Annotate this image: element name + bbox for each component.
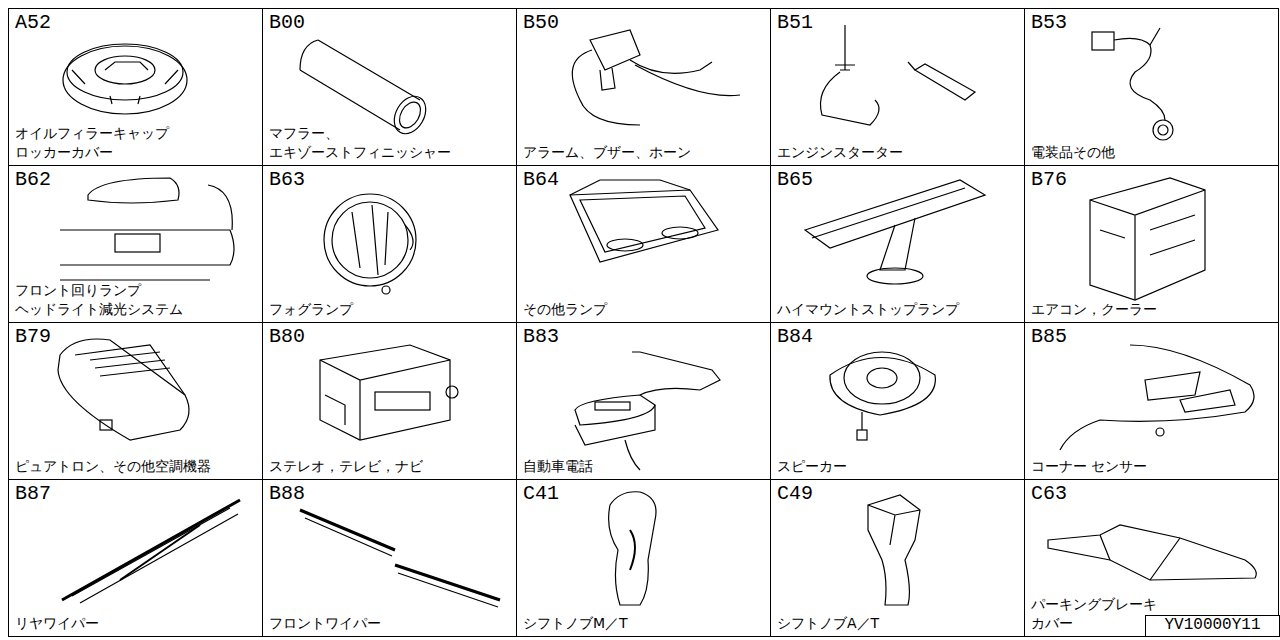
part-group-name: マフラー、 エキゾーストフィニッシャー xyxy=(269,124,513,162)
part-group-name: アラーム、ブザー、ホーン xyxy=(523,143,767,162)
section-code: B00 xyxy=(269,11,305,34)
part-group-name: シフトノブM／T xyxy=(523,614,767,633)
section-code: B63 xyxy=(269,168,305,191)
catalog-cell: B64 その他ランプ xyxy=(516,165,771,323)
part-group-name: スピーカー xyxy=(777,457,1021,476)
section-code: B50 xyxy=(523,11,559,34)
catalog-cell: B88 フロントワイパー xyxy=(262,479,517,637)
part-group-name: エアコン，クーラー xyxy=(1031,300,1275,319)
catalog-cell: C63パーキングブレーキ カバーYV10000Y11 xyxy=(1024,479,1279,637)
part-group-name: ピュアトロン、その他空調機器 xyxy=(15,457,259,476)
part-group-name: 電装品その他 xyxy=(1031,143,1275,162)
catalog-cell: B76 エアコン，クーラー xyxy=(1024,165,1279,323)
part-group-name: リヤワイパー xyxy=(15,614,259,633)
part-group-name: ハイマウントストップランプ xyxy=(777,300,1021,319)
section-code: B65 xyxy=(777,168,813,191)
part-group-name: 自動車電話 xyxy=(523,457,767,476)
section-code: B76 xyxy=(1031,168,1067,191)
part-group-name: フロント回りランプ ヘッドライト減光システム xyxy=(15,281,259,319)
catalog-cell: B51 エンジンスターター xyxy=(770,8,1025,166)
catalog-cell: B50 アラーム、ブザー、ホーン xyxy=(516,8,771,166)
catalog-cell: B79 ピュアトロン、その他空調機器 xyxy=(8,322,263,480)
part-group-name: ステレオ，テレビ，ナビ xyxy=(269,457,513,476)
part-group-name: フォグランプ xyxy=(269,300,513,319)
section-code: B84 xyxy=(777,325,813,348)
catalog-cell: B62 フロント回りランプ ヘッドライト減光システム xyxy=(8,165,263,323)
section-code: B83 xyxy=(523,325,559,348)
catalog-cell: C41 シフトノブM／T xyxy=(516,479,771,637)
catalog-cell: B65 ハイマウントストップランプ xyxy=(770,165,1025,323)
section-code: B88 xyxy=(269,482,305,505)
section-code: B85 xyxy=(1031,325,1067,348)
section-code: B87 xyxy=(15,482,51,505)
drawing-number: YV10000Y11 xyxy=(1146,616,1279,635)
catalog-cell: A52 オイルフィラーキャップ ロッカーカバー xyxy=(8,8,263,166)
section-code: C41 xyxy=(523,482,559,505)
catalog-cell: B85 コーナー センサー xyxy=(1024,322,1279,480)
part-group-name: エンジンスターター xyxy=(777,143,1021,162)
catalog-cell: B87 リヤワイパー xyxy=(8,479,263,637)
section-code: B64 xyxy=(523,168,559,191)
section-code: B79 xyxy=(15,325,51,348)
catalog-cell: B83 自動車電話 xyxy=(516,322,771,480)
drawing-number-box: YV10000Y11 xyxy=(1145,615,1280,637)
part-group-name: コーナー センサー xyxy=(1031,457,1275,476)
section-code: B53 xyxy=(1031,11,1067,34)
part-group-name: オイルフィラーキャップ ロッカーカバー xyxy=(15,124,259,162)
section-code: B80 xyxy=(269,325,305,348)
catalog-cell: B63 フォグランプ xyxy=(262,165,517,323)
part-group-name: その他ランプ xyxy=(523,300,767,319)
catalog-cell: B80 ステレオ，テレビ，ナビ xyxy=(262,322,517,480)
catalog-cell: B00 マフラー、 エキゾーストフィニッシャー xyxy=(262,8,517,166)
section-code: B51 xyxy=(777,11,813,34)
part-group-name: シフトノブA／T xyxy=(777,614,1021,633)
section-code: C63 xyxy=(1031,482,1067,505)
catalog-cell: C49 シフトノブA／T xyxy=(770,479,1025,637)
section-code: B62 xyxy=(15,168,51,191)
part-group-name: フロントワイパー xyxy=(269,614,513,633)
catalog-cell: B53 電装品その他 xyxy=(1024,8,1279,166)
catalog-cell: B84 スピーカー xyxy=(770,322,1025,480)
section-code: A52 xyxy=(15,11,51,34)
section-code: C49 xyxy=(777,482,813,505)
